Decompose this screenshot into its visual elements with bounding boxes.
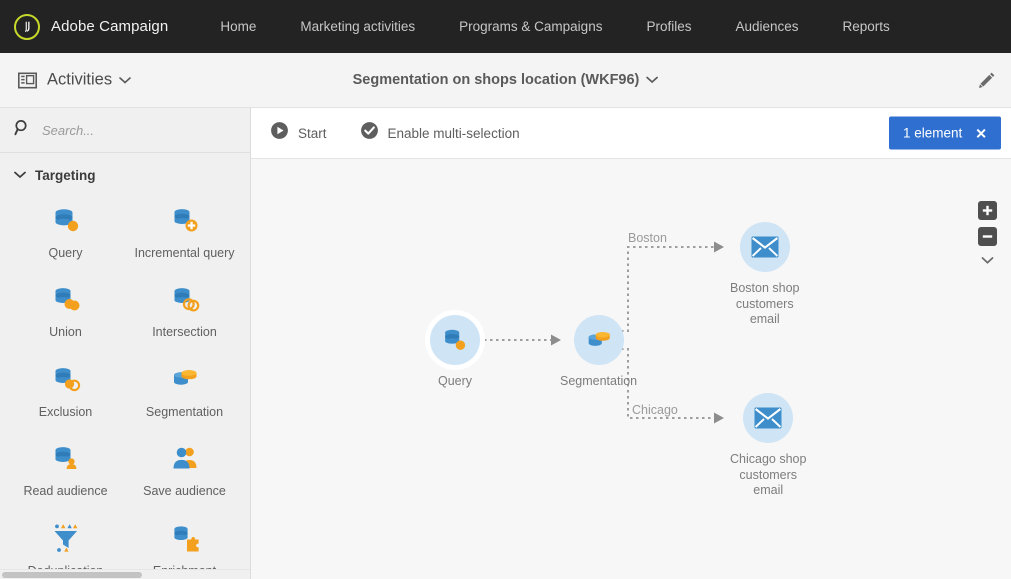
sidebar-item-incremental-query[interactable]: Incremental query <box>125 197 244 266</box>
sidebar-horizontal-scrollbar[interactable] <box>0 569 250 579</box>
plus-icon <box>982 205 993 216</box>
sidebar-item-intersection[interactable]: Intersection <box>125 276 244 345</box>
nav-link-marketing-activities[interactable]: Marketing activities <box>300 19 416 34</box>
node-circle[interactable] <box>430 315 480 365</box>
enable-multi-selection-button[interactable]: Enable multi-selection <box>360 121 520 145</box>
sidebar-item-label: Intersection <box>152 325 217 340</box>
node-circle[interactable] <box>743 393 794 443</box>
zoom-out-button[interactable] <box>978 227 997 246</box>
scrollbar-thumb[interactable] <box>2 572 142 578</box>
sidebar-group-targeting[interactable]: Targeting <box>0 153 250 193</box>
save-audience-icon <box>169 441 201 475</box>
sub-header: Activities Segmentation on shops locatio… <box>0 53 1011 108</box>
sidebar-item-label: Read audience <box>23 484 108 499</box>
chevron-down-icon[interactable] <box>646 76 659 84</box>
nav-link-audiences[interactable]: Audiences <box>735 19 799 34</box>
intersection-icon <box>169 282 201 316</box>
query-icon <box>50 203 82 237</box>
sidebar-group-title: Targeting <box>35 167 96 183</box>
deduplication-icon <box>50 521 82 555</box>
read-audience-icon <box>50 441 82 475</box>
search-icon <box>14 119 31 141</box>
workflow-node-query[interactable]: Query <box>430 315 480 390</box>
nav-link-reports[interactable]: Reports <box>842 19 890 34</box>
top-navigation-bar: Adobe Campaign Home Marketing activities… <box>0 0 1011 53</box>
sidebar-item-label: Exclusion <box>38 404 93 419</box>
nav-links: Home Marketing activities Programs & Cam… <box>220 13 933 40</box>
sidebar-item-label: Save audience <box>143 484 226 499</box>
zoom-in-button[interactable] <box>978 201 997 220</box>
branch-label-chicago: Chicago <box>632 403 678 417</box>
segmentation-icon <box>588 332 610 346</box>
sidebar-item-union[interactable]: Union <box>6 276 125 345</box>
node-circle[interactable] <box>573 315 624 365</box>
branch-label-boston: Boston <box>628 231 667 245</box>
email-icon <box>751 236 779 258</box>
nav-link-programs-campaigns[interactable]: Programs & Campaigns <box>459 19 603 34</box>
sidebar-item-segmentation[interactable]: Segmentation <box>125 356 244 425</box>
search-row <box>0 108 250 153</box>
adobe-campaign-logo-icon <box>14 13 40 40</box>
workflow-node-segmentation[interactable]: Segmentation <box>560 315 637 390</box>
activities-panel-toggle[interactable]: Activities <box>18 71 131 90</box>
node-label: Query <box>437 374 473 388</box>
sidebar-item-label: Union <box>49 325 82 340</box>
status-badge[interactable]: 1 element ✕ <box>888 116 1001 150</box>
close-icon[interactable]: ✕ <box>975 125 987 141</box>
activities-sidebar: Targeting Query <box>0 108 251 579</box>
play-circle-icon <box>270 121 289 145</box>
email-icon <box>754 407 782 429</box>
chevron-down-icon <box>119 76 131 84</box>
node-label: Boston shop customers email <box>730 281 800 327</box>
brand-name: Adobe Campaign <box>51 18 169 35</box>
canvas-toolbar: Start Enable multi-selection 1 element ✕ <box>251 108 1011 159</box>
activities-label: Activities <box>47 70 113 89</box>
minus-icon <box>982 235 993 238</box>
workflow-node-boston-email[interactable]: Boston shop customers email <box>730 222 800 328</box>
sidebar-item-read-audience[interactable]: Read audience <box>6 435 125 504</box>
workflow-canvas[interactable]: Boston Chicago Query <box>251 159 1011 579</box>
zoom-controls <box>978 201 997 267</box>
enrichment-icon <box>169 521 201 555</box>
exclusion-icon <box>50 362 82 396</box>
zoom-more-button[interactable] <box>978 253 997 267</box>
activities-grid: Query Incremental query <box>0 193 250 579</box>
segmentation-icon <box>169 362 201 396</box>
chevron-down-icon <box>14 166 26 184</box>
chevron-down-icon <box>981 256 994 264</box>
start-label: Start <box>298 125 327 141</box>
node-label: Chicago shop customers email <box>730 452 807 498</box>
workflow-node-chicago-email[interactable]: Chicago shop customers email <box>730 393 806 499</box>
incremental-query-icon <box>169 203 201 237</box>
workflow-title-text: Segmentation on shops location (WKF96) <box>352 72 640 88</box>
panel-layout-icon <box>18 72 37 88</box>
node-circle[interactable] <box>739 222 790 272</box>
node-label: Segmentation <box>560 374 638 388</box>
workflow-title[interactable]: Segmentation on shops location (WKF96) <box>353 72 659 88</box>
sidebar-item-exclusion[interactable]: Exclusion <box>6 356 125 425</box>
nav-link-profiles[interactable]: Profiles <box>646 19 692 34</box>
sidebar-item-label: Segmentation <box>145 404 224 419</box>
sidebar-item-label: Incremental query <box>134 246 235 260</box>
check-circle-icon <box>360 121 379 145</box>
pencil-icon[interactable] <box>977 70 997 90</box>
query-icon <box>445 329 466 350</box>
status-badge-text: 1 element <box>902 125 963 141</box>
nav-link-home[interactable]: Home <box>220 19 257 34</box>
multi-selection-label: Enable multi-selection <box>387 125 520 141</box>
union-icon <box>50 282 82 316</box>
brand[interactable]: Adobe Campaign <box>14 13 169 40</box>
sidebar-item-label: Query <box>48 246 83 260</box>
sidebar-item-save-audience[interactable]: Save audience <box>125 435 244 504</box>
sidebar-item-query[interactable]: Query <box>6 197 125 266</box>
search-input[interactable] <box>42 122 222 138</box>
start-button[interactable]: Start <box>270 121 327 145</box>
